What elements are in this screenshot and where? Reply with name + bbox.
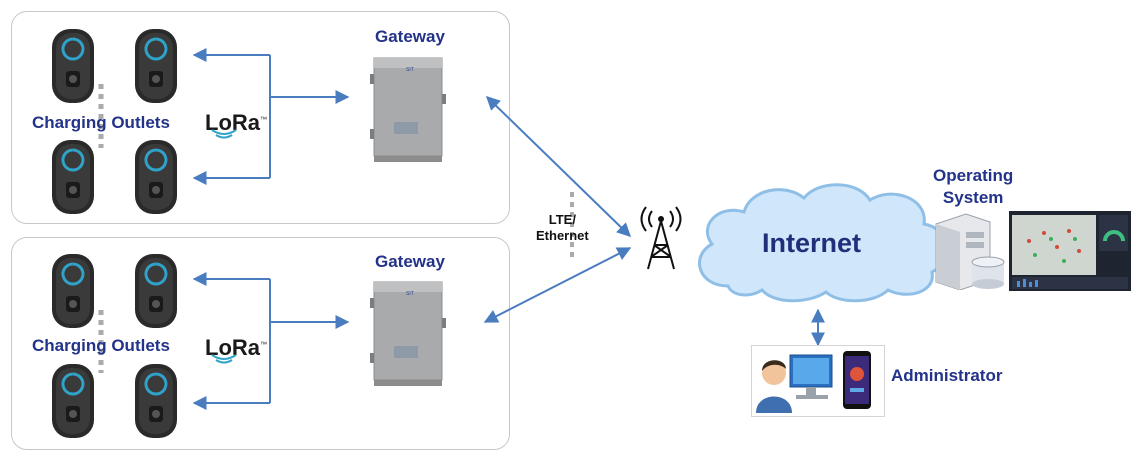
svg-text:SIT: SIT	[406, 291, 414, 297]
link-arrow-gateway1-tower	[485, 96, 632, 237]
gateway-box-icon: SIT	[368, 278, 450, 393]
lora-bracket-2	[192, 272, 350, 410]
monitor-dashboard-icon	[1009, 211, 1131, 291]
svg-text:SIT: SIT	[406, 67, 414, 73]
internet-label: Internet	[762, 228, 862, 258]
ev-charger-icon	[133, 27, 179, 110]
charging-outlets-label: Charging Outlets	[32, 113, 170, 132]
ethernet-label: Ethernet	[536, 228, 589, 243]
os-label-line2: System	[942, 188, 1004, 207]
lora-bracket-1	[192, 48, 350, 185]
ev-charger-icon	[50, 27, 96, 110]
ev-charger-icon	[133, 362, 179, 445]
os-label-line1: Operating	[933, 166, 1014, 185]
ev-charger-icon	[133, 138, 179, 221]
administrator-label: Administrator	[891, 366, 1003, 385]
server-icon	[935, 213, 1005, 290]
charging-outlets-label: Charging Outlets	[32, 336, 170, 355]
operating-system-label: Operating System	[933, 165, 1013, 209]
gateway-label: Gateway	[375, 252, 445, 271]
lora-logo: LoRa™	[205, 110, 267, 135]
lora-logo: LoRa™	[205, 335, 267, 360]
ev-charger-icon	[50, 138, 96, 221]
lte-ethernet-label: LTE/ Ethernet	[536, 212, 589, 244]
ev-charger-icon	[50, 362, 96, 445]
admin-person-icon	[756, 354, 833, 413]
ev-charger-icon	[133, 252, 179, 335]
smartphone-icon	[843, 351, 871, 409]
cell-tower-icon	[640, 206, 682, 270]
gateway-box-icon: SIT	[368, 54, 450, 169]
internet-cloud-icon	[697, 183, 948, 303]
lora-label: LoRa	[205, 110, 260, 135]
link-arrow-gateway2-tower	[483, 247, 632, 323]
gateway-label: Gateway	[375, 27, 445, 46]
ev-charger-icon	[50, 252, 96, 335]
lora-label: LoRa	[205, 335, 260, 360]
lte-label: LTE/	[548, 212, 576, 227]
